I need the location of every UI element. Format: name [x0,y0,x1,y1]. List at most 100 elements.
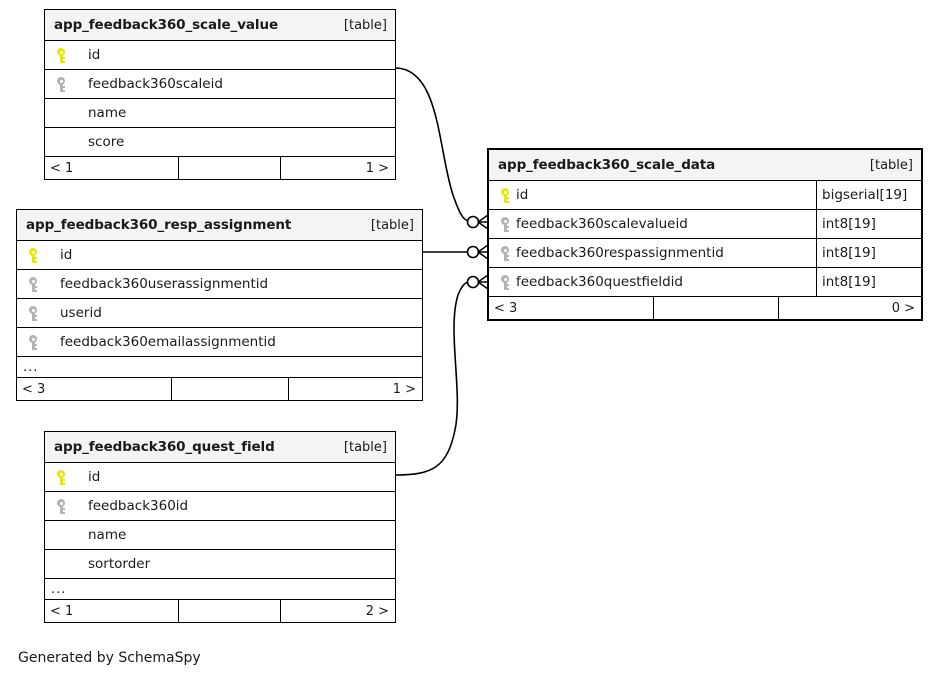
column-name: id [60,247,73,263]
no-key-spacer [54,104,68,122]
foreign-key-icon [498,273,512,291]
edge-ring-quest-field [466,275,480,289]
column-row[interactable]: id bigserial[19] [489,181,921,210]
footer-middle [170,378,288,400]
primary-key-icon [54,46,68,64]
column-row[interactable]: feedback360scalevalueid int8[19] [489,210,921,239]
column-main: score [45,128,395,156]
more-columns-ellipsis[interactable]: ... [17,357,422,378]
table-kind-label: [table] [869,157,913,173]
column-main: id [45,41,395,69]
table-footer: < 3 1 > [17,378,422,400]
column-row[interactable]: feedback360emailassignmentid [17,328,422,357]
column-main: id [17,241,422,269]
table-title: app_feedback360_scale_data [498,157,716,173]
table-kind-label: [table] [370,217,414,233]
column-name: feedback360userassignmentid [60,276,269,292]
column-row[interactable]: feedback360respassignmentid int8[19] [489,239,921,268]
column-row[interactable]: id [45,41,395,70]
column-main: feedback360questfieldid [489,268,816,296]
column-name: name [88,105,127,121]
column-main: id [489,181,816,209]
footer-children-count[interactable]: 1 > [288,378,422,400]
edge-ring-resp-assignment [466,245,480,259]
column-row[interactable]: sortorder [45,550,395,579]
footer-middle [178,600,280,622]
primary-key-icon [498,186,512,204]
foreign-key-icon [498,215,512,233]
table-header: app_feedback360_scale_value [table] [45,10,395,41]
table-kind-label: [table] [343,17,387,33]
column-name: feedback360respassignmentid [516,245,724,261]
column-name: feedback360questfieldid [516,274,683,290]
column-row[interactable]: feedback360questfieldid int8[19] [489,268,921,297]
foreign-key-icon [54,75,68,93]
column-row[interactable]: name [45,99,395,128]
generated-by-caption: Generated by SchemaSpy [18,650,201,666]
column-name: feedback360id [88,498,189,514]
table-footer: < 1 1 > [45,157,395,179]
column-main: feedback360scaleid [45,70,395,98]
primary-key-icon [26,246,40,264]
column-name: id [516,187,529,203]
column-row[interactable]: id [45,463,395,492]
table-footer: < 3 0 > [489,297,921,319]
table-title: app_feedback360_resp_assignment [26,217,292,233]
footer-children-count[interactable]: 0 > [778,297,921,319]
no-key-spacer [54,555,68,573]
footer-middle [178,157,280,179]
footer-middle [653,297,778,319]
table-title: app_feedback360_quest_field [54,439,275,455]
table-header: app_feedback360_scale_data [table] [489,150,921,181]
column-main: feedback360respassignmentid [489,239,816,267]
footer-parents-count[interactable]: < 3 [22,381,46,397]
column-main: feedback360userassignmentid [17,270,422,298]
foreign-key-icon [54,497,68,515]
column-row[interactable]: userid [17,299,422,328]
column-name: score [88,134,125,150]
column-main: sortorder [45,550,395,578]
no-key-spacer [54,526,68,544]
primary-key-icon [54,468,68,486]
table-kind-label: [table] [343,439,387,455]
column-name: sortorder [88,556,151,572]
column-main: name [45,521,395,549]
table-app-feedback360-scale-value[interactable]: app_feedback360_scale_value [table] id f… [44,9,396,180]
table-app-feedback360-scale-data[interactable]: app_feedback360_scale_data [table] id bi… [487,148,923,321]
more-columns-ellipsis[interactable]: ... [45,579,395,600]
column-type: int8[19] [816,239,921,267]
column-name: name [88,527,127,543]
column-main: feedback360emailassignmentid [17,328,422,356]
column-name: userid [60,305,102,321]
footer-children-count[interactable]: 2 > [279,600,396,622]
column-type: int8[19] [816,210,921,238]
column-main: feedback360id [45,492,395,520]
column-row[interactable]: feedback360userassignmentid [17,270,422,299]
column-name: id [88,47,101,63]
table-app-feedback360-quest-field[interactable]: app_feedback360_quest_field [table] id f… [44,431,396,623]
column-row[interactable]: feedback360id [45,492,395,521]
column-row[interactable]: name [45,521,395,550]
footer-parents-count[interactable]: < 1 [50,603,74,619]
column-main: id [45,463,395,491]
column-row[interactable]: id [17,241,422,270]
footer-children-count[interactable]: 1 > [279,157,396,179]
column-name: id [88,469,101,485]
column-row[interactable]: feedback360scaleid [45,70,395,99]
table-app-feedback360-resp-assignment[interactable]: app_feedback360_resp_assignment [table] … [16,209,423,401]
column-main: userid [17,299,422,327]
edge-scale-value-to-scale-data [394,67,469,222]
table-title: app_feedback360_scale_value [54,17,279,33]
column-row[interactable]: score [45,128,395,157]
foreign-key-icon [26,275,40,293]
footer-parents-count[interactable]: < 3 [494,300,518,316]
column-type: int8[19] [816,268,921,296]
column-type: bigserial[19] [816,181,921,209]
footer-parents-count[interactable]: < 1 [50,160,74,176]
foreign-key-icon [26,304,40,322]
column-name: feedback360scaleid [88,76,223,92]
column-main: feedback360scalevalueid [489,210,816,238]
edge-ring-scale-value [466,215,480,229]
foreign-key-icon [498,244,512,262]
foreign-key-icon [26,333,40,351]
